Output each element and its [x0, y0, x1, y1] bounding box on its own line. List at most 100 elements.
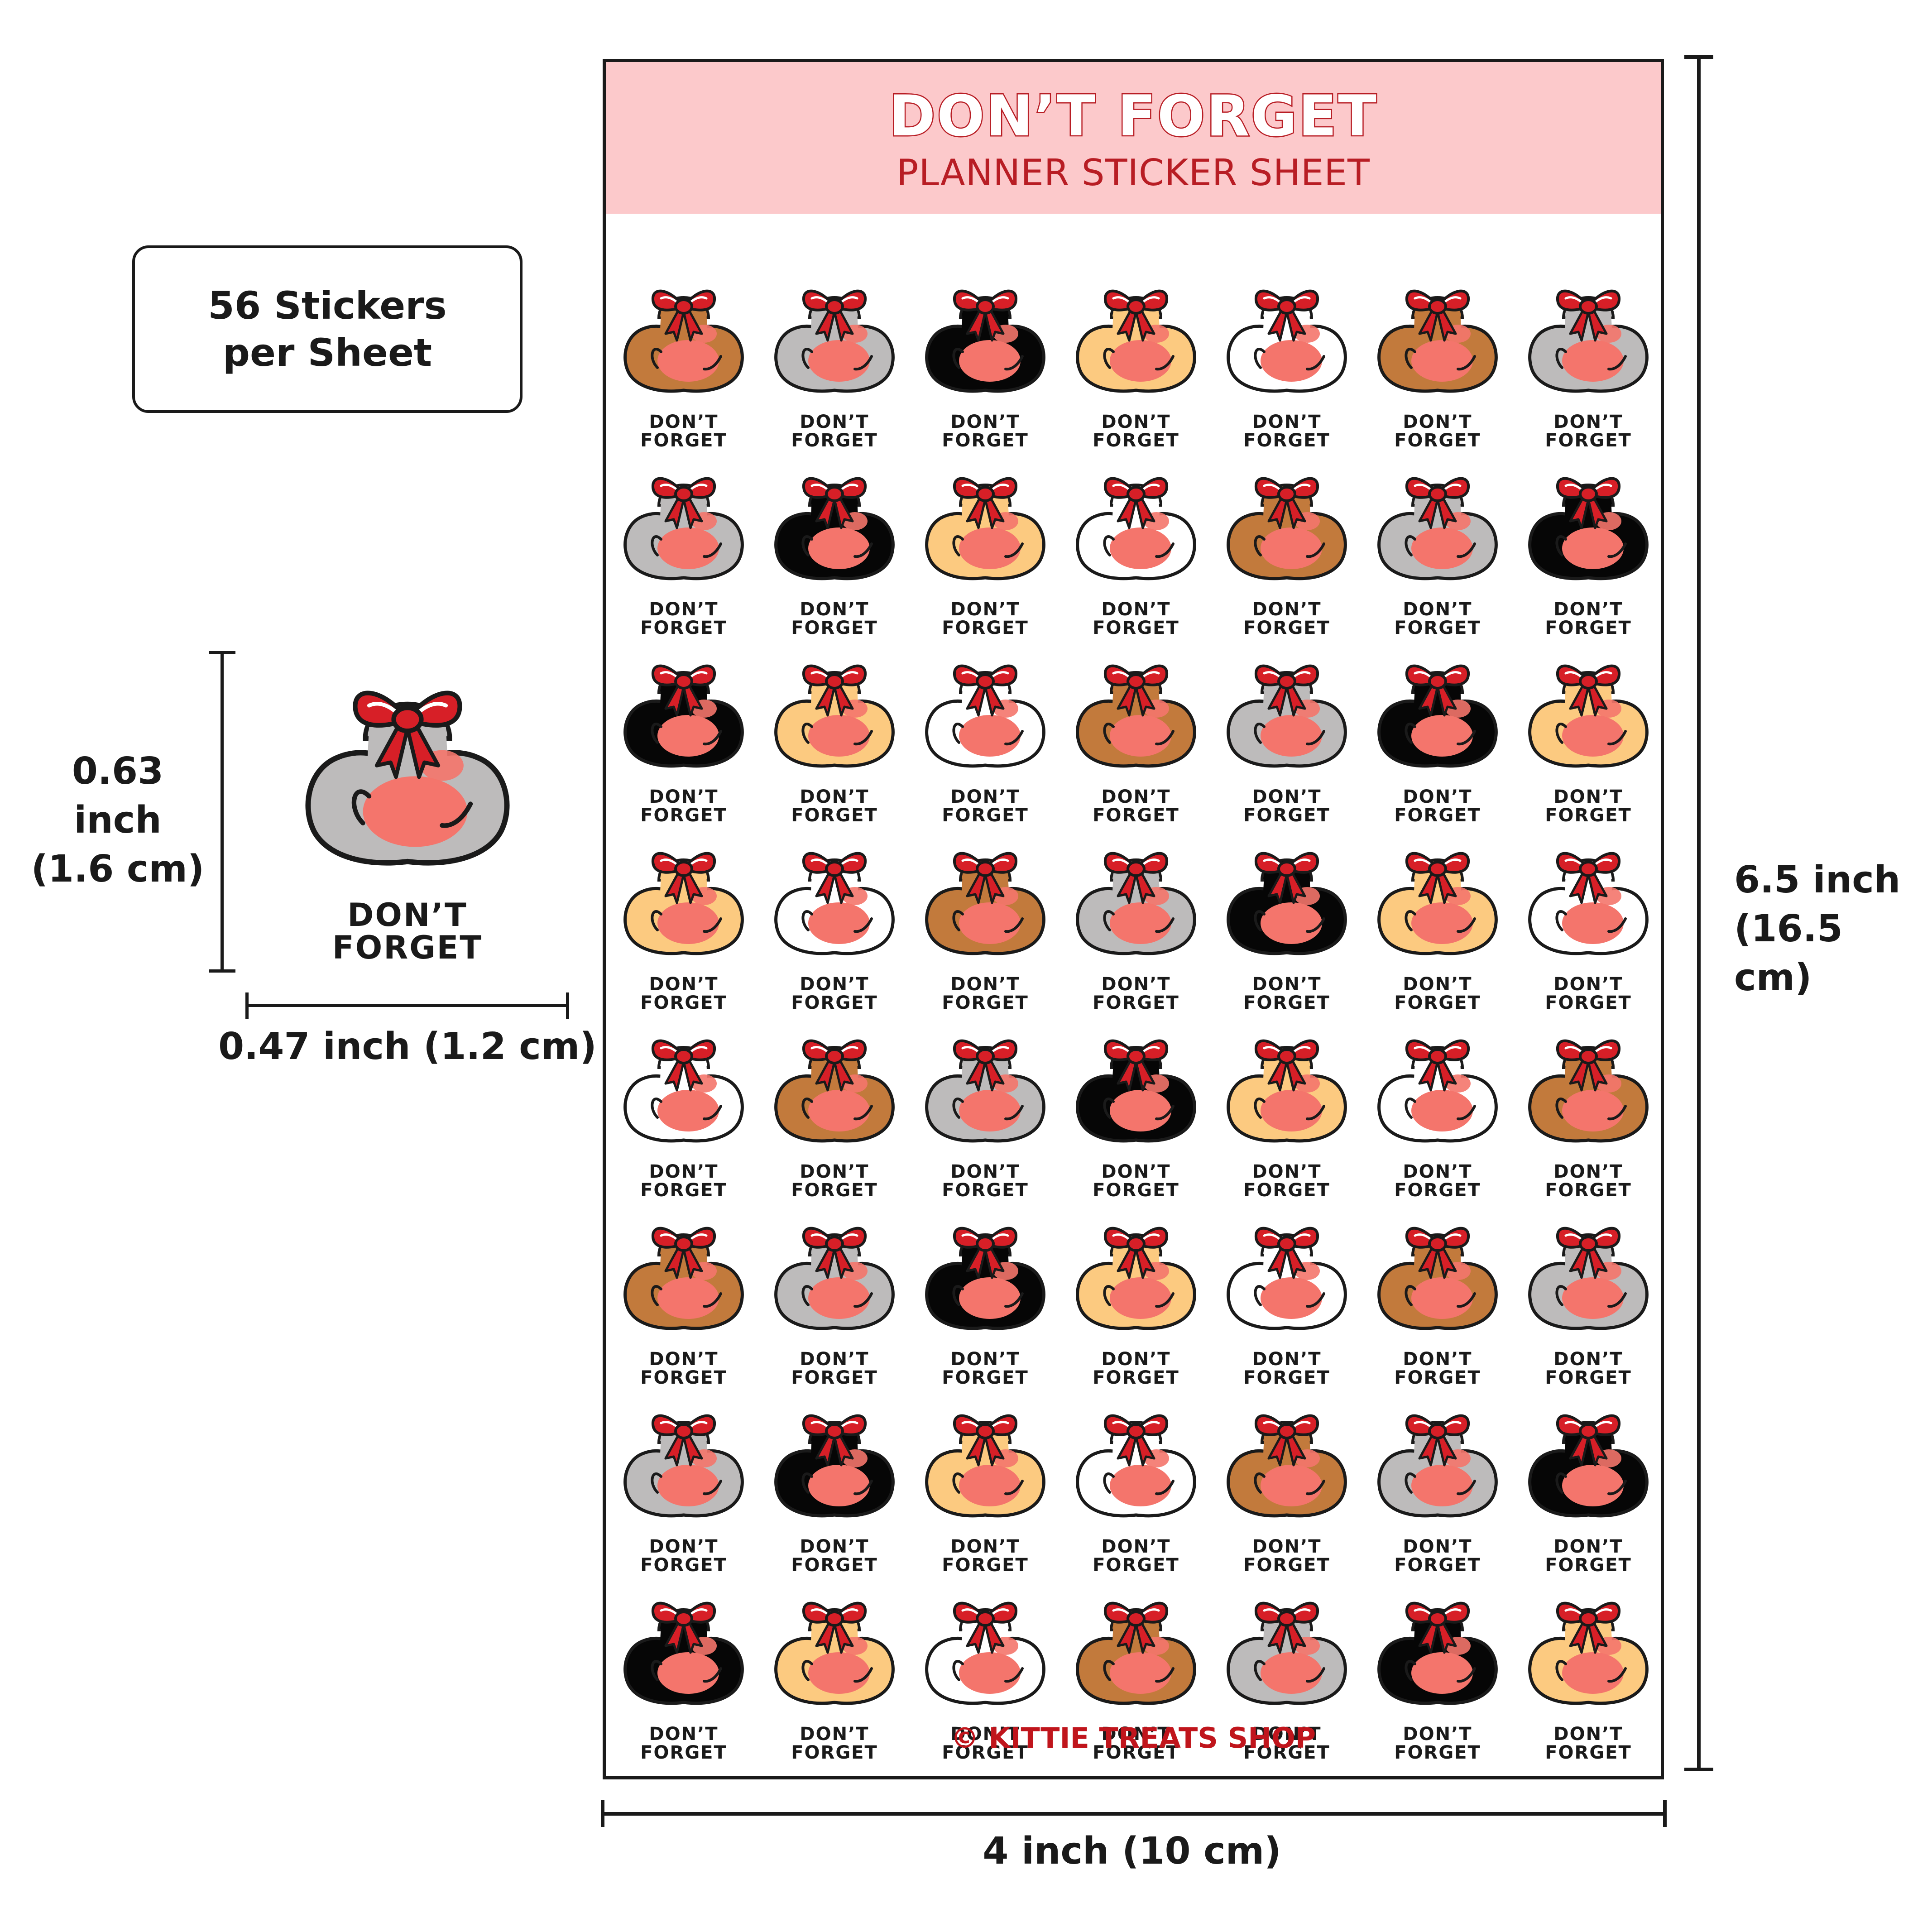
sticker-label-line1: DON’T: [950, 1349, 1020, 1370]
sticker-width-line: [245, 1004, 569, 1007]
sheet-height-line1: 6.5 inch: [1734, 858, 1901, 901]
sticker-label-line2: FORGET: [942, 1180, 1029, 1201]
sheet-height-line2: (16.5 cm): [1734, 907, 1843, 999]
sticker-label-line1: DON’T: [1252, 1724, 1322, 1745]
sticker-label-line1: DON’T: [1553, 1161, 1623, 1182]
cat-paw-ribbon-icon: [1076, 1227, 1196, 1330]
sticker-label-line2: FORGET: [1545, 430, 1632, 451]
sticker-label-line1: DON’T: [1403, 974, 1472, 995]
cat-paw-ribbon-icon: [623, 1601, 744, 1705]
sticker-label-line2: FORGET: [942, 1555, 1029, 1576]
sticker-label-line1: DON’T: [800, 786, 869, 807]
cat-paw-ribbon-icon: [774, 664, 895, 768]
sticker-label-line2: FORGET: [1394, 1367, 1481, 1388]
sheet-width-line: [601, 1812, 1667, 1816]
sheet-subtitle: PLANNER STICKER SHEET: [896, 152, 1370, 194]
sticker-label-line1: DON’T: [1553, 1536, 1623, 1557]
sticker-label-line1: DON’T: [800, 412, 869, 432]
sticker-label-line1: DON’T: [1553, 599, 1623, 620]
sticker-label-line2: FORGET: [1545, 1367, 1632, 1388]
sticker-label-line2: FORGET: [791, 1180, 878, 1201]
sticker-label-line2: FORGET: [1093, 1180, 1179, 1201]
sticker-label-line1: DON’T: [1403, 599, 1472, 620]
sticker-label-line1: DON’T: [1101, 1536, 1171, 1557]
cat-paw-ribbon-icon: [1227, 477, 1347, 580]
example-label-line2: FORGET: [332, 929, 483, 966]
sticker-label-line2: FORGET: [1545, 1180, 1632, 1201]
sticker-label-line1: DON’T: [649, 599, 719, 620]
sticker-label-line1: DON’T: [950, 1536, 1020, 1557]
sticker-label-line2: FORGET: [1093, 1742, 1179, 1763]
sticker-label-line2: FORGET: [1243, 618, 1330, 638]
cat-paw-ribbon-icon: [925, 664, 1045, 768]
sticker-label-line2: FORGET: [640, 618, 727, 638]
sticker-label-line1: DON’T: [1403, 1161, 1472, 1182]
cat-paw-ribbon-icon: [925, 1414, 1045, 1518]
cat-paw-ribbon-icon: [623, 1039, 744, 1143]
sticker-label-line1: DON’T: [950, 786, 1020, 807]
sticker-label-line2: FORGET: [640, 1742, 727, 1763]
sheet-width-tick-left: [601, 1800, 604, 1827]
sticker-label-line2: FORGET: [1545, 805, 1632, 826]
cat-paw-ribbon-icon: [1076, 289, 1196, 393]
cat-paw-ribbon-icon: [1377, 1039, 1498, 1143]
sticker-label-line1: DON’T: [1553, 974, 1623, 995]
sticker-height-tick-bottom: [209, 969, 235, 973]
sticker-label-line2: FORGET: [1545, 992, 1632, 1013]
sticker-label-line1: DON’T: [1252, 974, 1322, 995]
sticker-label-line2: FORGET: [1243, 1180, 1330, 1201]
cat-paw-ribbon-icon: [774, 852, 895, 955]
sticker-label-line2: FORGET: [1093, 992, 1179, 1013]
sticker-label-line2: FORGET: [1394, 1180, 1481, 1201]
cat-paw-ribbon-icon: [305, 690, 510, 866]
sticker-label-line1: DON’T: [649, 974, 719, 995]
sticker-label-line1: DON’T: [649, 1536, 719, 1557]
cat-paw-ribbon-icon: [1528, 1414, 1649, 1518]
sticker-label-line1: DON’T: [950, 599, 1020, 620]
cat-paw-ribbon-icon: [623, 664, 744, 768]
cat-paw-ribbon-icon: [1076, 1414, 1196, 1518]
